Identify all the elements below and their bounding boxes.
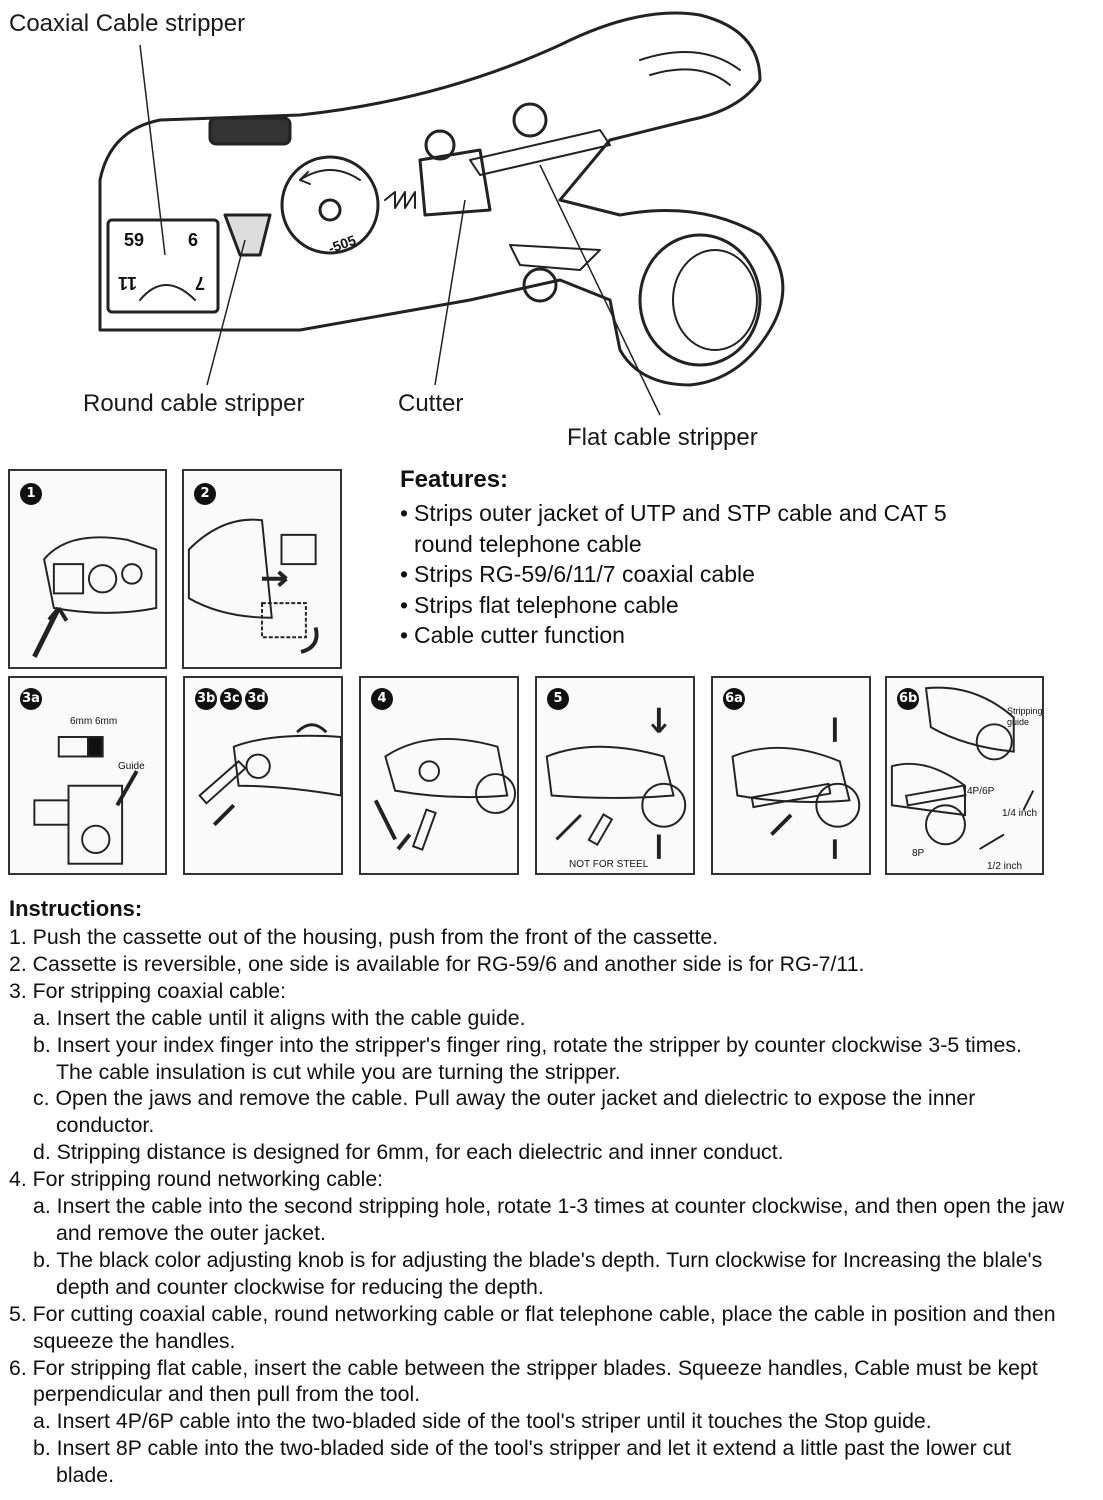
label-4p6p: 4P/6P xyxy=(967,786,995,797)
instruction-line: depth and counter clockwise for reducing… xyxy=(56,1274,544,1299)
flat-blade-bar xyxy=(469,129,611,176)
feature-item: Cable cutter function xyxy=(400,620,1040,651)
instruction-line: a. Insert the cable into the second stri… xyxy=(33,1194,1065,1219)
instruction-line: 6. For stripping flat cable, insert the … xyxy=(9,1355,1038,1380)
step-panel-1: 1 xyxy=(8,469,167,669)
stripping-guide-label: Stripping guide xyxy=(1007,706,1043,727)
step-panel-5: 5 NOT FOR STEEL xyxy=(535,676,695,875)
slot-label-7: 7 xyxy=(195,273,206,293)
step-panel-6b: 6b Stripping guide 4P/6P 1/4 inch 8P 1/2… xyxy=(885,676,1044,875)
step-3bcd-illustration xyxy=(198,723,341,827)
cable-stripper-diagram xyxy=(98,11,785,416)
instruction-line: 4. For stripping round networking cable: xyxy=(9,1167,384,1192)
step-badges-3bcd: 3b 3c 3d xyxy=(195,688,268,710)
instruction-line: c. Open the jaws and remove the cable. P… xyxy=(33,1086,976,1111)
step-badge-4: 4 xyxy=(371,688,393,710)
step-1-illustration xyxy=(32,536,158,658)
guide-label: Guide xyxy=(118,761,145,772)
cassette xyxy=(106,218,220,314)
instruction-line: perpendicular and then pull from the too… xyxy=(33,1382,421,1407)
instruction-line: b. The black color adjusting knob is for… xyxy=(33,1247,1043,1272)
callout-cutter: Cutter xyxy=(398,390,464,417)
step-panel-3bcd: 3b 3c 3d xyxy=(183,676,343,875)
instruction-line: a. Insert the cable until it aligns with… xyxy=(33,1005,526,1030)
step-badge-6b: 6b xyxy=(897,688,920,710)
step-6a-illustration xyxy=(731,717,861,859)
dimension-label: 6mm 6mm xyxy=(70,716,118,727)
step-5-illustration xyxy=(545,707,687,859)
step-badge-3d: 3d xyxy=(245,688,268,710)
adjusting-knob xyxy=(208,116,292,146)
instruction-line: and remove the outer jacket. xyxy=(56,1220,326,1245)
step-6b-illustration xyxy=(890,686,1035,850)
tool-body-outline xyxy=(98,11,785,387)
step-2-illustration xyxy=(187,518,319,654)
instruction-line: b. Insert 8P cable into the two-bladed s… xyxy=(33,1436,1011,1461)
label-8p: 8P xyxy=(912,848,925,859)
label-quarter-inch: 1/4 inch xyxy=(1002,808,1038,819)
callout-coaxial-stripper: Coaxial Cable stripper xyxy=(9,10,246,37)
rotary-dial xyxy=(280,155,380,255)
step-3a-illustration xyxy=(33,736,139,865)
features-section: Features: Strips outer jacket of UTP and… xyxy=(400,466,1040,651)
instruction-line: blade. xyxy=(56,1463,115,1488)
instruction-line: conductor. xyxy=(56,1113,155,1138)
feature-item: Strips outer jacket of UTP and STP cable… xyxy=(400,498,994,559)
round-stripper-notch xyxy=(223,213,272,257)
screw-top xyxy=(512,102,548,138)
instruction-line: 2. Cassette is reversible, one side is a… xyxy=(9,951,865,976)
step-badge-3c: 3c xyxy=(220,688,243,710)
step-badge-5: 5 xyxy=(547,688,569,710)
warning-label: NOT FOR STEEL xyxy=(569,859,649,870)
screw-mid xyxy=(424,129,456,161)
step-panel-2: 2 xyxy=(182,469,342,669)
finger-ring xyxy=(638,233,762,367)
callout-round-stripper: Round cable stripper xyxy=(83,390,305,417)
step-panel-6a: 6a xyxy=(711,676,871,875)
slot-label-59: 59 xyxy=(124,230,145,250)
slot-label-11: 11 xyxy=(118,273,138,293)
step-badge-3b: 3b xyxy=(195,688,218,710)
instructions-heading: Instructions: xyxy=(9,896,143,921)
step-badge-3a: 3a xyxy=(20,688,42,710)
instruction-line: squeeze the handles. xyxy=(33,1328,236,1353)
instruction-line: 5. For cutting coaxial cable, round netw… xyxy=(9,1301,1056,1326)
slot-label-6: 6 xyxy=(188,230,199,250)
step-panel-4: 4 xyxy=(359,676,519,875)
callout-flat-stripper: Flat cable stripper xyxy=(567,424,758,451)
step-panel-3a: 3a 6mm 6mm Guide xyxy=(8,676,167,875)
step-badge-1: 1 xyxy=(20,483,42,505)
step-badge-2: 2 xyxy=(194,483,216,505)
instruction-line: The cable insulation is cut while you ar… xyxy=(56,1059,621,1084)
step-badge-6a: 6a xyxy=(723,688,745,710)
instruction-line: 3. For stripping coaxial cable: xyxy=(9,978,286,1003)
feature-item: Strips RG-59/6/11/7 coaxial cable xyxy=(400,559,1040,590)
instruction-line: 1. Push the cassette out of the housing,… xyxy=(9,925,719,949)
feature-item: Strips flat telephone cable xyxy=(400,590,1040,621)
instruction-line: b. Insert your index finger into the str… xyxy=(33,1032,1022,1057)
instruction-line: a. Insert 4P/6P cable into the two-blade… xyxy=(33,1409,932,1434)
features-heading: Features: xyxy=(400,466,509,493)
label-half-inch: 1/2 inch xyxy=(987,861,1023,872)
step-4-illustration xyxy=(373,738,517,851)
screw-bottom xyxy=(522,267,558,303)
instruction-line: d. Stripping distance is designed for 6m… xyxy=(33,1140,784,1165)
features-list: Strips outer jacket of UTP and STP cable… xyxy=(400,498,1040,651)
instructions-section: Instructions: 1. Push the cassette out o… xyxy=(9,896,1094,1489)
cutter-block xyxy=(418,148,492,217)
